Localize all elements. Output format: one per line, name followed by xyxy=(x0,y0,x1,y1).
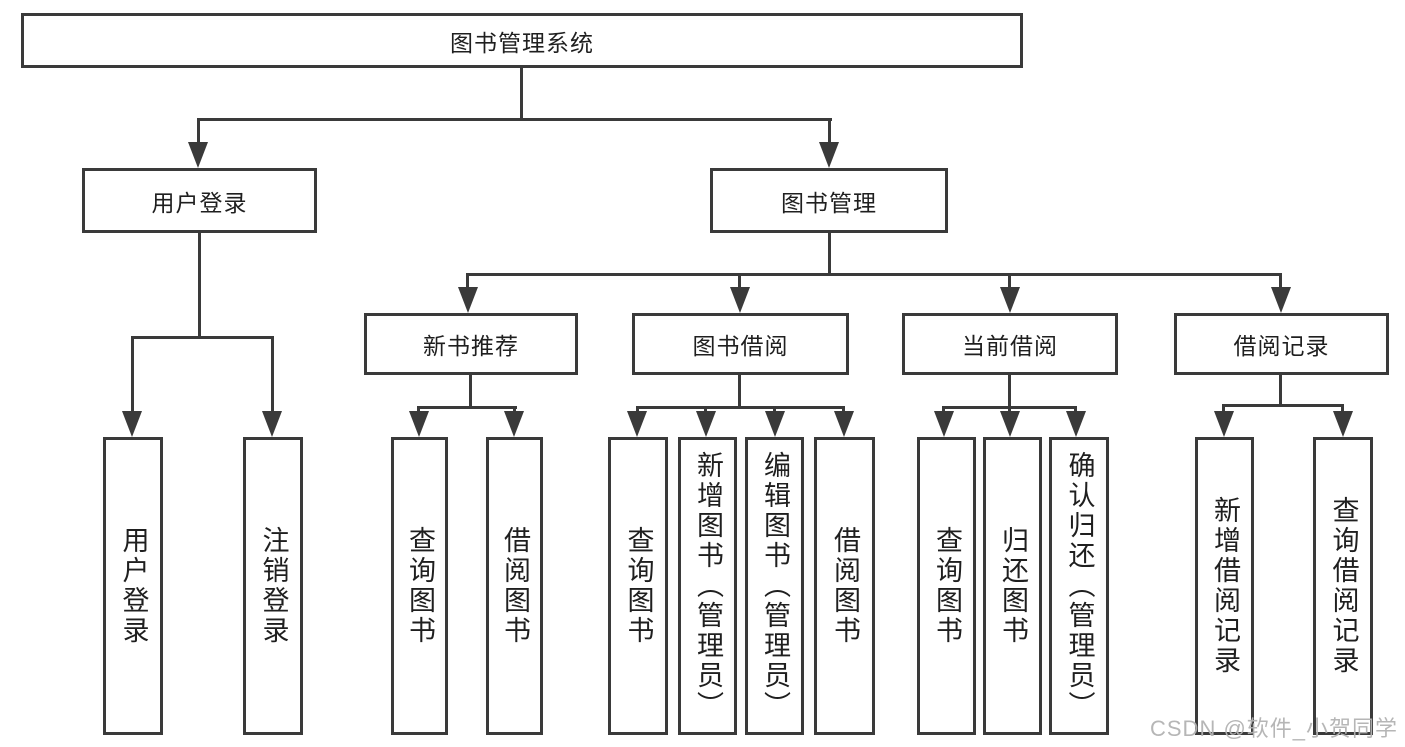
connector-line xyxy=(131,336,274,339)
leaf-label: 编辑图书（管理员） xyxy=(760,451,790,721)
connector-line xyxy=(1008,375,1011,408)
arrow-down-icon xyxy=(1066,411,1086,437)
connector-line xyxy=(466,273,469,289)
connector-line xyxy=(197,118,832,121)
connector-line xyxy=(469,375,472,408)
leaf-label: 查询图书 xyxy=(405,526,435,646)
leaf-label: 查询借阅记录 xyxy=(1328,496,1359,676)
connector-line xyxy=(842,406,845,414)
connector-line xyxy=(773,406,776,414)
leaf-add-borrow-record: 新增借阅记录 xyxy=(1195,437,1254,735)
leaf-label: 注销登录 xyxy=(258,526,289,646)
arrow-down-icon xyxy=(627,411,647,437)
node-user-login: 用户登录 xyxy=(82,168,317,233)
connector-line xyxy=(1222,404,1344,407)
leaf-borrow-books: 借阅图书 xyxy=(814,437,875,735)
leaf-query-books-current: 查询图书 xyxy=(917,437,976,735)
node-new-book-recommendation: 新书推荐 xyxy=(364,313,578,375)
leaf-query-books-recommend: 查询图书 xyxy=(391,437,448,735)
connector-line xyxy=(1008,273,1011,289)
arrow-down-icon xyxy=(834,411,854,437)
arrow-down-icon xyxy=(188,142,208,168)
node-book-borrowing: 图书借阅 xyxy=(632,313,849,375)
arrow-down-icon xyxy=(696,411,716,437)
leaf-label: 归还图书 xyxy=(998,526,1028,646)
leaf-user-login: 用户登录 xyxy=(103,437,163,735)
connector-line xyxy=(197,118,200,147)
connector-line xyxy=(1222,404,1225,414)
watermark: CSDN @软件_小贺同学 xyxy=(1150,716,1399,741)
connector-line xyxy=(198,233,201,338)
leaf-query-borrow-record: 查询借阅记录 xyxy=(1313,437,1373,735)
connector-line xyxy=(828,118,831,147)
leaf-label: 新增图书（管理员） xyxy=(693,451,723,721)
arrow-down-icon xyxy=(1214,411,1234,437)
connector-line xyxy=(131,336,134,414)
leaf-borrow-books-recommend: 借阅图书 xyxy=(486,437,543,735)
arrow-down-icon xyxy=(262,411,282,437)
connector-line xyxy=(417,406,420,414)
arrow-down-icon xyxy=(504,411,524,437)
arrow-down-icon xyxy=(122,411,142,437)
connector-line xyxy=(520,68,523,118)
connector-line xyxy=(1074,406,1077,414)
leaf-label: 确认归还（管理员） xyxy=(1064,451,1095,721)
connector-line xyxy=(636,406,639,414)
arrow-down-icon xyxy=(458,287,478,313)
connector-line xyxy=(704,406,707,414)
leaf-label: 查询图书 xyxy=(932,526,962,646)
connector-line xyxy=(1279,273,1282,289)
leaf-add-book-admin: 新增图书（管理员） xyxy=(678,437,737,735)
leaf-logout: 注销登录 xyxy=(243,437,303,735)
leaf-label: 新增借阅记录 xyxy=(1210,496,1240,676)
arrow-down-icon xyxy=(1000,287,1020,313)
node-current-borrowing: 当前借阅 xyxy=(902,313,1118,375)
leaf-label: 用户登录 xyxy=(118,526,149,646)
arrow-down-icon xyxy=(1333,411,1353,437)
arrow-down-icon xyxy=(934,411,954,437)
leaf-edit-book-admin: 编辑图书（管理员） xyxy=(745,437,804,735)
connector-line xyxy=(738,375,741,408)
connector-line xyxy=(1008,406,1011,414)
connector-line xyxy=(738,273,741,289)
arrow-down-icon xyxy=(765,411,785,437)
connector-line xyxy=(1279,375,1282,406)
node-borrowing-records: 借阅记录 xyxy=(1174,313,1389,375)
leaf-confirm-return-admin: 确认归还（管理员） xyxy=(1049,437,1109,735)
connector-line xyxy=(636,406,845,409)
arrow-down-icon xyxy=(1000,411,1020,437)
leaf-label: 查询图书 xyxy=(623,526,654,646)
connector-line xyxy=(1341,404,1344,414)
node-library-management-system: 图书管理系统 xyxy=(21,13,1023,68)
leaf-label: 借阅图书 xyxy=(500,526,530,646)
arrow-down-icon xyxy=(1271,287,1291,313)
arrow-down-icon xyxy=(409,411,429,437)
leaf-label: 借阅图书 xyxy=(830,526,860,646)
connector-line xyxy=(828,233,831,275)
connector-line xyxy=(466,273,1282,276)
connector-line xyxy=(271,336,274,414)
leaf-return-books: 归还图书 xyxy=(983,437,1042,735)
node-book-management: 图书管理 xyxy=(710,168,948,233)
connector-line xyxy=(513,406,516,414)
connector-line xyxy=(417,406,517,409)
leaf-query-books-borrowing: 查询图书 xyxy=(608,437,668,735)
arrow-down-icon xyxy=(730,287,750,313)
arrow-down-icon xyxy=(819,142,839,168)
connector-line xyxy=(942,406,945,414)
